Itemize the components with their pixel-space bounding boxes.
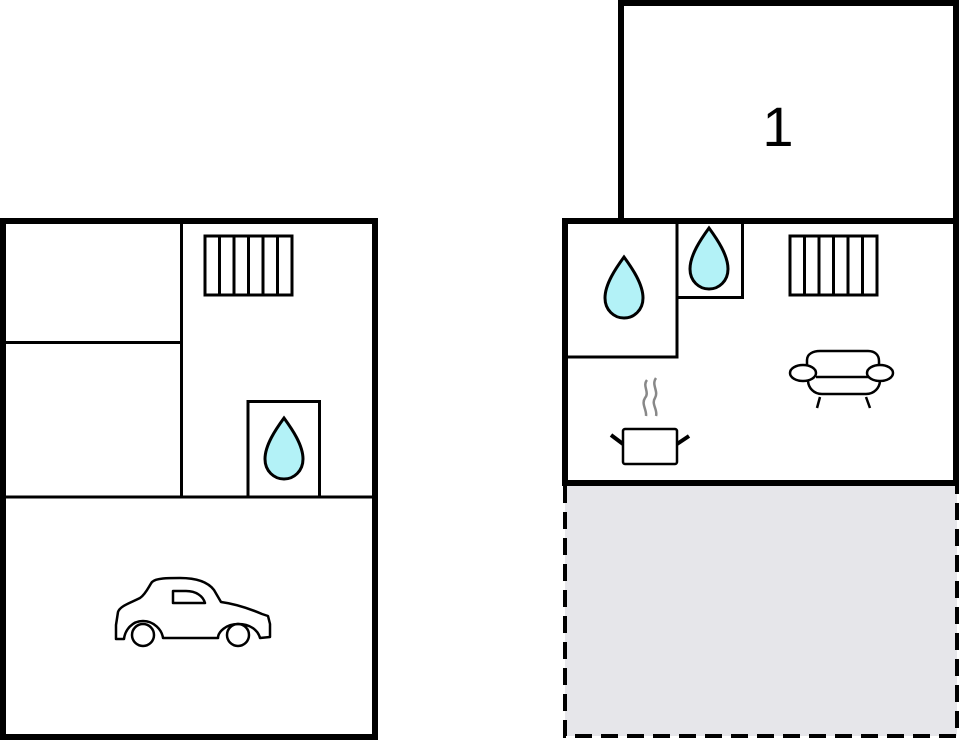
bathroom-small[interactable]	[675, 222, 744, 299]
garage[interactable]	[6, 499, 372, 734]
room-label: 1	[762, 95, 793, 158]
terrace[interactable]	[563, 486, 959, 738]
room-bottom-left[interactable]	[6, 344, 180, 496]
first-floor-building: 1	[562, 0, 959, 738]
sofa-icon	[788, 349, 895, 409]
room-top-left[interactable]	[6, 224, 180, 341]
living-kitchen[interactable]	[609, 234, 895, 466]
stairs-icon	[203, 234, 294, 297]
ground-floor-building	[0, 218, 378, 740]
car-icon	[114, 576, 272, 648]
bathroom[interactable]	[246, 400, 321, 499]
stairs-icon	[788, 234, 879, 297]
cooking-pot-icon	[609, 377, 691, 466]
bedroom[interactable]: 1	[618, 0, 959, 224]
